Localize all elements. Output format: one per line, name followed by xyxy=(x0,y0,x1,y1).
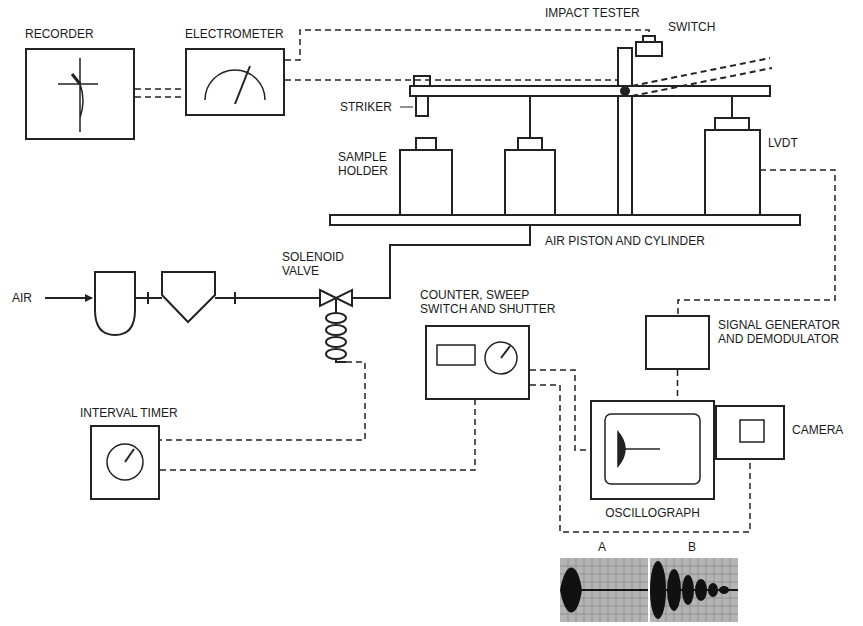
part-label: IMPACT TESTER xyxy=(545,6,640,20)
dial-needle xyxy=(501,346,510,358)
photo-b xyxy=(650,558,738,622)
solenoid-coil xyxy=(326,313,346,323)
impact-tester xyxy=(330,36,800,225)
screen-trace xyxy=(620,448,660,450)
switch-knob xyxy=(643,36,655,42)
recorder-pen xyxy=(72,74,80,84)
sample xyxy=(416,138,436,150)
instrument-faces xyxy=(58,58,764,484)
air-pipe-to-piston xyxy=(352,225,530,298)
box-label: ELECTROMETER xyxy=(185,27,284,41)
part-label: SAMPLE HOLDER xyxy=(338,150,398,178)
oscillograph-box: OSCILLOGRAPH xyxy=(590,400,715,500)
air-pipe xyxy=(215,292,320,304)
waveform-a xyxy=(580,589,648,591)
recorder-chart xyxy=(58,58,98,132)
photo-grid xyxy=(560,558,738,622)
counter-box: COUNTER, SWEEP SWITCH AND SHUTTER xyxy=(425,325,530,400)
counter-display xyxy=(437,345,475,365)
piston-rod xyxy=(529,96,531,138)
timer-box: INTERVAL TIMER xyxy=(90,425,160,500)
leader-line xyxy=(400,107,413,108)
air-inlet-arrow xyxy=(45,297,92,299)
waveform-b xyxy=(650,589,738,591)
lvdt-body xyxy=(705,130,760,215)
photo-label: B xyxy=(688,540,696,554)
photo-a xyxy=(560,558,648,622)
signal-cable xyxy=(135,89,185,97)
signal-cable xyxy=(677,370,678,400)
solenoid-coil xyxy=(326,337,346,347)
air-cylinder xyxy=(505,150,555,215)
electrometer-needle xyxy=(235,66,250,104)
box-label: OSCILLOGRAPH xyxy=(590,506,715,520)
dial-needle xyxy=(125,449,134,462)
pivot-wire xyxy=(285,79,618,81)
tester-pillar xyxy=(618,48,632,215)
box-label: CAMERA xyxy=(792,423,843,437)
electrometer-scale xyxy=(205,70,265,100)
oscillogram-photos xyxy=(560,558,738,622)
cable-line xyxy=(135,88,185,90)
air-filter xyxy=(95,272,135,335)
timer-dial xyxy=(107,444,143,480)
arm-pivot xyxy=(621,87,629,95)
part-label: AIR xyxy=(12,291,32,305)
solenoid-wire xyxy=(160,362,365,440)
lvdt-core xyxy=(731,96,733,118)
switch-body xyxy=(636,42,662,56)
switch-wire xyxy=(285,30,649,60)
striker-cap xyxy=(414,76,430,86)
cable-line xyxy=(135,96,185,98)
valve-stem xyxy=(335,298,337,312)
part-label: AIR PISTON AND CYLINDER xyxy=(545,234,705,248)
box-label: SIGNAL GENERATOR AND DEMODULATOR xyxy=(718,318,856,346)
box-label: INTERVAL TIMER xyxy=(80,406,178,420)
sample-holder xyxy=(400,150,452,215)
tester-base xyxy=(330,215,800,225)
piston-head xyxy=(518,138,542,150)
cable-line xyxy=(677,370,679,400)
signal-cable xyxy=(160,400,475,470)
box-label: RECORDER xyxy=(25,27,94,41)
counter-dial xyxy=(485,342,517,374)
part-label: STRIKER xyxy=(340,100,392,114)
signal-generator-box: SIGNAL GENERATOR AND DEMODULATOR xyxy=(645,315,710,370)
camera-lens xyxy=(740,420,764,442)
photo-label: A xyxy=(598,540,606,554)
recorder-box: RECORDER xyxy=(25,48,135,140)
part-label: SOLENOID VALVE xyxy=(282,250,354,278)
raised-arm-outline xyxy=(632,58,772,96)
solenoid-coil xyxy=(326,325,346,335)
camera-box: CAMERA xyxy=(715,405,785,460)
coil-lead xyxy=(336,359,346,362)
solenoid-coil xyxy=(326,349,346,359)
oscillograph-screen xyxy=(605,414,700,484)
waveform-a xyxy=(560,567,582,612)
part-label: LVDT xyxy=(768,136,798,150)
striker xyxy=(416,96,428,116)
air-pipe xyxy=(135,292,162,304)
electrometer-box: ELECTROMETER xyxy=(185,48,285,116)
lvdt-cap xyxy=(715,118,749,130)
box-label: COUNTER, SWEEP SWITCH AND SHUTTER xyxy=(420,288,570,316)
part-label: SWITCH xyxy=(668,20,715,34)
striker-arm xyxy=(410,86,770,96)
signal-wires xyxy=(160,30,835,440)
air-regulator xyxy=(162,272,215,322)
cable-line xyxy=(160,400,475,470)
